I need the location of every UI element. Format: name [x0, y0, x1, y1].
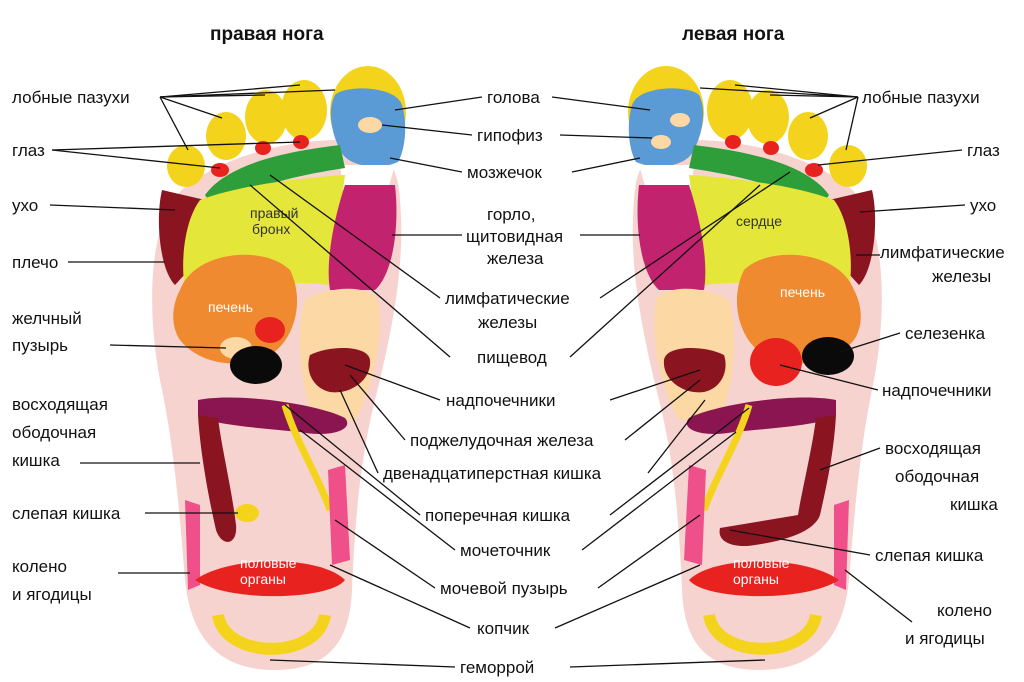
label-cerebellum: мозжечок [467, 163, 542, 182]
left-genitals [689, 561, 839, 597]
label-lymph-center-1: лимфатические [445, 289, 570, 308]
label-ascending-colon-right-2: ободочная [895, 467, 979, 486]
left-foot [628, 66, 882, 670]
label-lymph-center-2: железы [478, 313, 537, 332]
zone-genitals-right-2: органы [240, 571, 286, 587]
title-left-foot: левая нога [682, 24, 785, 45]
right-hemorrhoid-arc [212, 613, 331, 655]
label-cecum-left: слепая кишка [12, 504, 121, 523]
left-toe-4 [788, 112, 828, 160]
zone-genitals-left-1: половые [733, 555, 790, 571]
label-ascending-colon-right-1: восходящая [885, 439, 981, 458]
label-shoulder: плечо [12, 253, 58, 272]
left-eye-dot-2 [763, 141, 779, 155]
label-duodenum: двенадцатиперстная кишка [383, 464, 602, 483]
right-kidney [230, 346, 282, 384]
label-ear-left: ухо [12, 196, 38, 215]
zone-liver-left: печень [780, 284, 825, 300]
zone-liver-right: печень [208, 299, 253, 315]
left-eye-dot-1 [805, 163, 823, 177]
label-knee-right-2: и ягодицы [905, 629, 985, 648]
label-transverse-colon: поперечная кишка [425, 506, 571, 525]
label-ascending-colon-left-1: восходящая [12, 395, 108, 414]
left-knee [834, 500, 849, 590]
label-ear-right: ухо [970, 196, 996, 215]
left-pituitary-dot-2 [651, 135, 671, 149]
label-bladder: мочевой пузырь [440, 579, 568, 598]
right-toe-4 [206, 112, 246, 160]
left-spleen [802, 337, 854, 375]
label-throat-2: щитовидная [466, 227, 563, 246]
label-eye-right: глаз [967, 141, 1000, 160]
label-adrenals-right: надпочечники [882, 381, 991, 400]
label-coccyx: копчик [477, 619, 530, 638]
label-ascending-colon-left-2: ободочная [12, 423, 96, 442]
right-eye-dot-1 [211, 163, 229, 177]
right-bladder [328, 465, 350, 565]
label-ascending-colon-right-3: кишка [950, 495, 998, 514]
label-pituitary: гипофиз [477, 126, 543, 145]
left-adrenal [750, 338, 802, 386]
left-eye-dot-3 [725, 135, 741, 149]
label-lymph-right-2: железы [932, 267, 991, 286]
left-bladder [684, 465, 706, 565]
right-toe-3 [245, 90, 287, 144]
left-toe-5 [829, 145, 867, 187]
left-head-zone [628, 88, 704, 167]
right-genitals [195, 561, 345, 597]
left-toe-3 [747, 90, 789, 144]
label-adrenals-center: надпочечники [446, 391, 555, 410]
label-cecum-right: слепая кишка [875, 546, 984, 565]
leader-lines [49, 84, 966, 668]
label-frontal-sinuses-right: лобные пазухи [862, 88, 980, 107]
label-hemorrhoids: геморрой [460, 658, 534, 677]
label-ascending-colon-left-3: кишка [12, 451, 60, 470]
label-throat-1: горло, [487, 205, 535, 224]
left-pituitary-dot-1 [670, 113, 690, 127]
label-pancreas: поджелудочная железа [410, 431, 594, 450]
label-ureter: мочеточник [460, 541, 551, 560]
label-gallbladder-2: пузырь [12, 336, 68, 355]
label-head: голова [487, 88, 540, 107]
right-throat-zone [328, 185, 397, 290]
left-ascending-colon [719, 415, 836, 547]
title-right-foot: правая нога [210, 24, 324, 45]
label-esophagus: пищевод [477, 348, 547, 367]
label-throat-3: железа [487, 249, 544, 268]
left-transverse-colon [686, 397, 836, 435]
right-eye-dot-3 [293, 135, 309, 149]
right-toe-2 [281, 80, 327, 140]
right-pituitary-dot [358, 117, 382, 133]
left-ureter [700, 404, 753, 512]
right-cecum [235, 504, 259, 522]
right-ureter [281, 404, 334, 512]
zone-right-bronchus-1: правый [250, 205, 298, 221]
zone-heart: сердце [736, 213, 782, 229]
left-duodenum [663, 348, 726, 393]
right-toe-5 [167, 145, 205, 187]
left-liver [736, 254, 861, 364]
right-adrenal [255, 317, 285, 343]
label-eye-left: глаз [12, 141, 45, 160]
left-toe-2 [707, 80, 753, 140]
label-gallbladder-1: желчный [12, 309, 82, 328]
label-frontal-sinuses-left: лобные пазухи [12, 88, 130, 107]
right-eye-dot-2 [255, 141, 271, 155]
zone-right-bronchus-2: бронх [252, 221, 290, 237]
right-ascending-colon [198, 415, 237, 542]
label-knee-left-1: колено [12, 557, 67, 576]
label-lymph-right-1: лимфатические [880, 243, 1005, 262]
left-hemorrhoid-arc [703, 613, 822, 655]
zone-genitals-left-2: органы [733, 571, 779, 587]
left-throat-zone [637, 185, 706, 290]
label-knee-left-2: и ягодицы [12, 585, 92, 604]
label-knee-right-1: колено [937, 601, 992, 620]
label-spleen: селезенка [905, 324, 986, 343]
right-knee [185, 500, 200, 590]
zone-genitals-right-1: половые [240, 555, 297, 571]
